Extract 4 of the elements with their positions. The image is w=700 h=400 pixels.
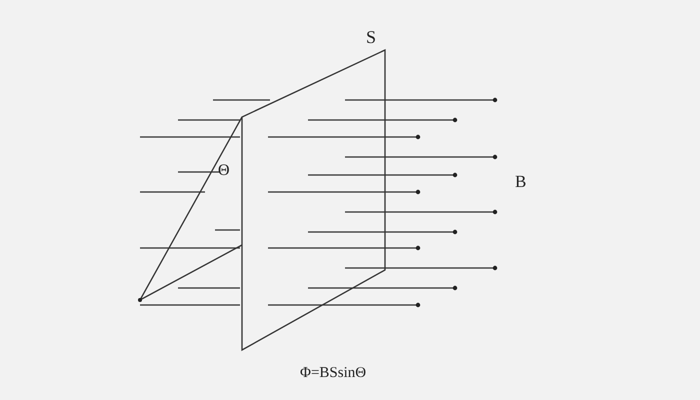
plane-label: S (366, 28, 376, 46)
angle-label: Θ (218, 163, 230, 179)
field-label: B (515, 173, 526, 190)
flux-formula: Φ=BSsinΘ (300, 366, 366, 381)
